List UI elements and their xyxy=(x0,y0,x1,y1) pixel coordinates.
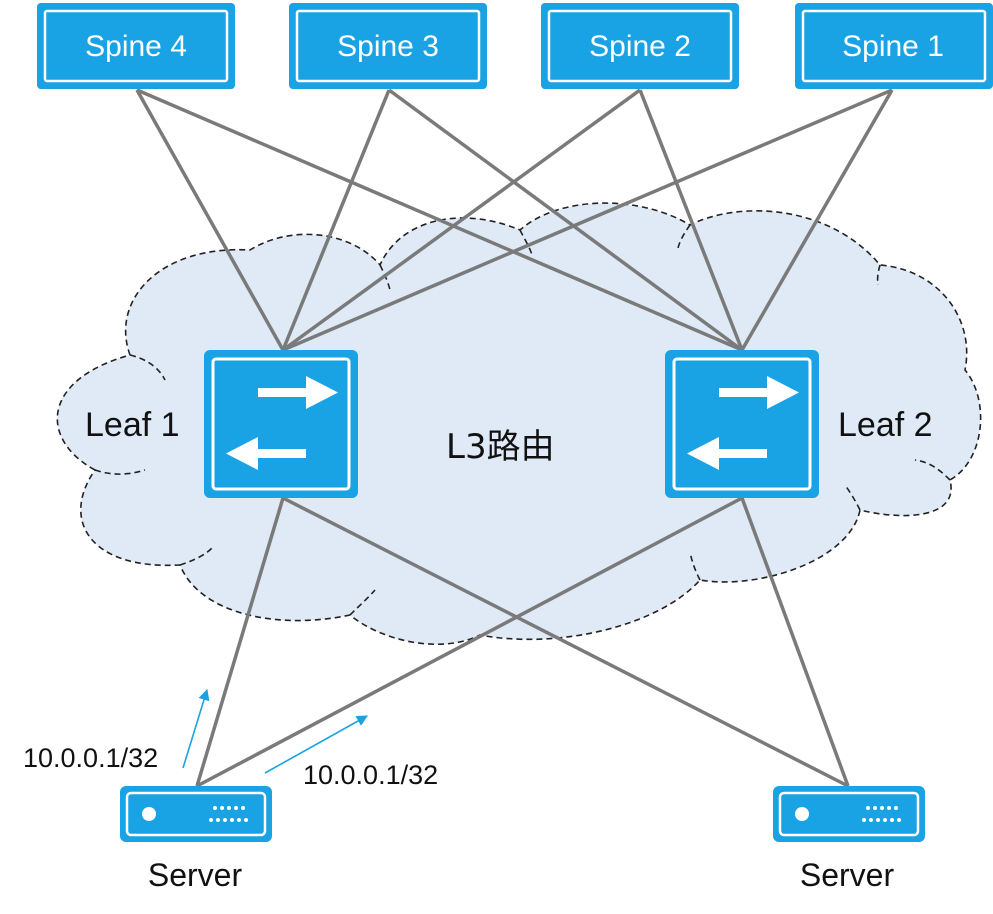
leaf-1-label: Leaf 1 xyxy=(85,406,180,444)
link-spine4-leaf2 xyxy=(136,88,743,352)
server-2-label: Server xyxy=(800,857,895,893)
spine-2: Spine 2 xyxy=(541,3,739,89)
spine-3-label: Spine 3 xyxy=(337,30,439,63)
link-spine3-leaf2 xyxy=(387,88,744,352)
spine-2-label: Spine 2 xyxy=(589,30,691,63)
spine-leaf-links xyxy=(135,88,894,352)
link-spine1-leaf1 xyxy=(282,88,893,352)
leaf-2-label: Leaf 2 xyxy=(838,406,933,444)
link-leaf2-server1 xyxy=(196,496,743,788)
route-arrow-to-leaf1 xyxy=(182,688,210,769)
route-label-leaf2: 10.0.0.1/32 xyxy=(303,760,438,790)
l3-routing-label: L3路由 xyxy=(446,427,555,467)
link-spine2-leaf1 xyxy=(281,88,642,352)
link-leaf1-server2 xyxy=(282,496,849,788)
link-leaf1-server1 xyxy=(195,497,285,787)
link-spine2-leaf2 xyxy=(638,89,744,351)
bidirectional-arrows-icon xyxy=(226,376,338,470)
leaf-2-switch xyxy=(665,350,819,498)
spine-3: Spine 3 xyxy=(289,3,487,89)
server-icon xyxy=(120,786,272,842)
bidirectional-arrows-icon xyxy=(687,376,799,470)
server-2: Server xyxy=(773,786,925,893)
spine-1-label: Spine 1 xyxy=(842,30,944,63)
route-advertisements: 10.0.0.1/32 10.0.0.1/32 xyxy=(23,688,438,790)
spine-1: Spine 1 xyxy=(795,3,993,89)
spine-4: Spine 4 xyxy=(37,3,235,89)
route-arrow-to-leaf2 xyxy=(264,715,368,774)
spine-4-label: Spine 4 xyxy=(85,30,187,63)
link-leaf2-server2 xyxy=(740,497,850,787)
leaf-1-switch xyxy=(204,350,358,498)
server-1: Server xyxy=(120,786,272,893)
link-spine3-leaf1 xyxy=(281,89,391,351)
server-icon xyxy=(773,786,925,842)
link-spine4-leaf1 xyxy=(135,89,285,351)
leaf-server-links xyxy=(195,496,850,788)
server-1-label: Server xyxy=(148,857,243,893)
l3-cloud xyxy=(56,202,982,646)
link-spine1-leaf2 xyxy=(740,89,894,351)
route-label-leaf1: 10.0.0.1/32 xyxy=(23,743,158,773)
